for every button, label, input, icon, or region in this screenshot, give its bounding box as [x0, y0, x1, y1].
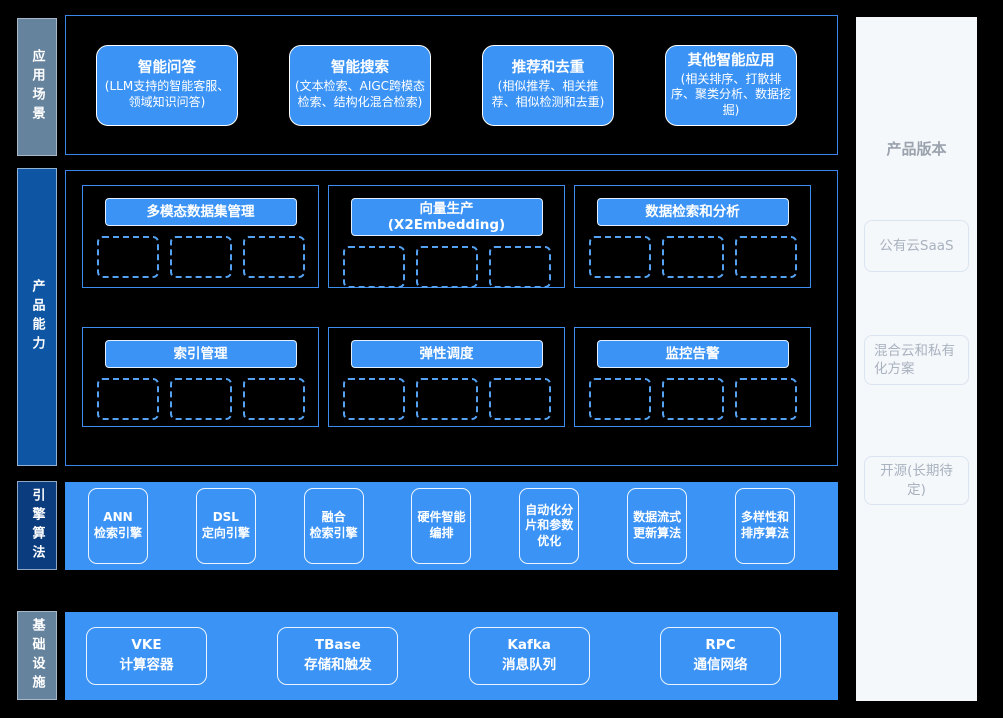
placeholder-box [588, 378, 651, 420]
placeholder-row [329, 246, 564, 289]
placeholder-box [734, 236, 797, 278]
placeholder-box [242, 236, 305, 278]
scenario-card-subtitle: (文本检索、AIGC跨模态检索、结构化混合检索) [294, 79, 426, 110]
row-label-application-scenarios: 应用场景 [17, 18, 57, 156]
capability-box-dataset-management: 多模态数据集管理 [82, 185, 319, 288]
engine-box-auto-sharding: 自动化分 片和参数 优化 [519, 488, 580, 564]
placeholder-row [83, 236, 318, 278]
scenario-card-subtitle: (相似推荐、相关推荐、相似检测和去重) [491, 79, 605, 110]
capability-row-1: 多模态数据集管理 向量生产 (X2Embedding) 数据检索和分析 [82, 185, 811, 289]
capability-title: 多模态数据集管理 [104, 198, 297, 226]
placeholder-box [342, 246, 405, 289]
version-box-open-source: 开源(长期待定) [864, 456, 969, 505]
scenario-card-other-apps: 其他智能应用 (相关排序、打散排序、聚类分析、数据挖掘) [665, 44, 797, 126]
placeholder-box [415, 246, 478, 289]
row-label-engine-algorithms: 引擎算法 [17, 481, 57, 570]
capability-title: 弹性调度 [350, 340, 543, 368]
scenario-card-qa: 智能问答 (LLM支持的智能客服、领域知识问答) [96, 44, 238, 126]
engine-box-dsl: DSL 定向引擎 [195, 488, 256, 564]
placeholder-box [415, 378, 478, 420]
scenario-card-title: 智能搜索 [331, 60, 389, 77]
infra-box-vke: VKE 计算容器 [86, 627, 207, 685]
placeholder-box [588, 236, 651, 278]
engine-box-streaming-update: 数据流式 更新算法 [627, 488, 688, 564]
section-infrastructure: VKE 计算容器 TBase 存储和触发 Kafka 消息队列 RPC 通信网络 [65, 612, 838, 700]
infra-box-kafka: Kafka 消息队列 [468, 627, 590, 685]
placeholder-box [488, 378, 551, 420]
capability-box-index-management: 索引管理 [82, 327, 319, 427]
placeholder-box [169, 378, 232, 420]
section-product-capabilities: 多模态数据集管理 向量生产 (X2Embedding) 数据检索和分析 [65, 170, 838, 466]
engine-box-fusion: 融合 检索引擎 [303, 488, 364, 564]
placeholder-box [242, 378, 305, 420]
placeholder-box [488, 246, 551, 289]
capability-row-2: 索引管理 弹性调度 监控告警 [82, 327, 811, 427]
engine-box-hardware-orchestration: 硬件智能 编排 [411, 488, 472, 564]
row-label-infrastructure: 基础设施 [17, 611, 57, 700]
capability-box-vector-production: 向量生产 (X2Embedding) [328, 185, 565, 289]
scenario-card-subtitle: (LLM支持的智能客服、领域知识问答) [104, 79, 230, 110]
panel-title: 产品版本 [886, 140, 947, 158]
engine-box-diversity-ranking: 多样性和 排序算法 [734, 488, 795, 564]
placeholder-box [96, 236, 159, 278]
placeholder-box [96, 378, 159, 420]
panel-product-versions: 产品版本 公有云SaaS 混合云和私有化方案 开源(长期待定) [856, 17, 977, 701]
placeholder-row [83, 378, 318, 420]
engine-box-ann: ANN 检索引擎 [88, 488, 148, 564]
capability-title: 向量生产 (X2Embedding) [350, 198, 543, 237]
capability-box-retrieval-analysis: 数据检索和分析 [574, 185, 811, 288]
capability-title: 数据检索和分析 [596, 198, 789, 226]
scenario-card-title: 推荐和去重 [511, 60, 585, 77]
placeholder-box [169, 236, 232, 278]
placeholder-box [661, 378, 724, 420]
placeholder-row [575, 236, 810, 278]
capability-title: 监控告警 [596, 340, 789, 368]
version-box-public-cloud-saas: 公有云SaaS [864, 220, 969, 272]
placeholder-row [575, 378, 810, 420]
infra-box-rpc: RPC 通信网络 [659, 627, 781, 685]
placeholder-box [734, 378, 797, 420]
scenario-card-search: 智能搜索 (文本检索、AIGC跨模态检索、结构化混合检索) [289, 44, 431, 126]
placeholder-box [342, 378, 405, 420]
capability-box-elastic-scheduling: 弹性调度 [328, 327, 565, 427]
placeholder-box [661, 236, 724, 278]
placeholder-row [329, 378, 564, 420]
section-engine-algorithms: ANN 检索引擎 DSL 定向引擎 融合 检索引擎 硬件智能 编排 自动化分 片… [65, 482, 838, 570]
row-label-product-capabilities: 产品能力 [17, 168, 57, 466]
scenario-card-recommendation: 推荐和去重 (相似推荐、相关推荐、相似检测和去重) [482, 44, 614, 126]
capability-title: 索引管理 [104, 340, 297, 368]
section-application-scenarios: 智能问答 (LLM支持的智能客服、领域知识问答) 智能搜索 (文本检索、AIGC… [65, 15, 838, 155]
infra-box-tbase: TBase 存储和触发 [277, 627, 399, 685]
scenario-card-title: 智能问答 [138, 60, 196, 77]
scenario-card-title: 其他智能应用 [687, 52, 775, 69]
scenario-card-subtitle: (相关排序、打散排序、聚类分析、数据挖掘) [670, 71, 791, 117]
capability-box-monitoring-alerts: 监控告警 [574, 327, 811, 427]
version-box-hybrid-private: 混合云和私有化方案 [864, 335, 969, 385]
